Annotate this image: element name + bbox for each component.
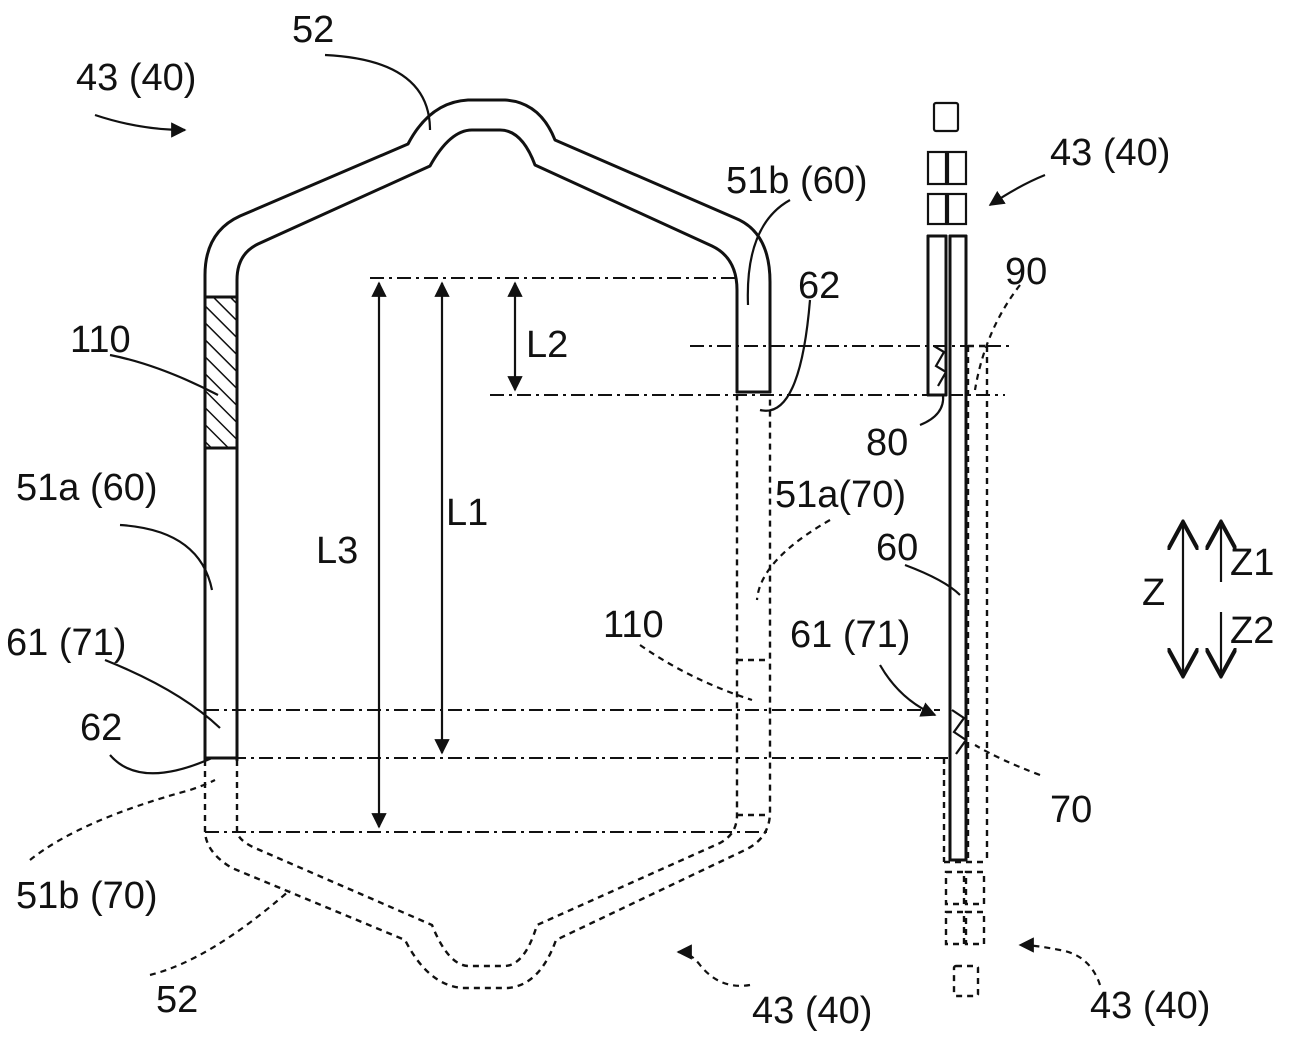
label-axis-Z2: Z2	[1230, 610, 1274, 652]
dimension-arrows	[371, 281, 523, 829]
label-51b-60: 51b (60)	[726, 160, 868, 202]
label-L3: L3	[316, 530, 358, 572]
label-L2: L2	[526, 324, 568, 366]
label-61-71-left: 61 (71)	[6, 622, 126, 664]
label-top-right-43-40: 43 (40)	[1050, 132, 1170, 174]
label-top-52: 52	[292, 9, 334, 51]
label-62-right: 62	[798, 265, 840, 307]
label-60: 60	[876, 527, 918, 569]
labels: 52 43 (40) 110 51a (60) 61 (71) 62 51b (…	[6, 9, 1274, 1032]
reference-lines	[205, 277, 1010, 833]
label-110-left: 110	[70, 319, 131, 361]
upper-coil	[203, 98, 772, 762]
label-110-right: 110	[603, 604, 664, 646]
label-51a-60: 51a (60)	[16, 467, 158, 509]
lower-coil	[203, 395, 772, 990]
label-51a-70: 51a(70)	[775, 474, 906, 516]
label-L1: L1	[446, 492, 488, 534]
label-80: 80	[866, 422, 908, 464]
label-90: 90	[1005, 251, 1047, 293]
label-70: 70	[1050, 789, 1092, 831]
label-axis-Z1: Z1	[1230, 542, 1274, 584]
insulator-110-hatched	[203, 295, 239, 450]
label-bottom-mid-43-40: 43 (40)	[752, 990, 872, 1032]
label-bottom-52: 52	[156, 979, 198, 1021]
label-51b-70: 51b (70)	[16, 875, 158, 917]
label-bottom-right-43-40: 43 (40)	[1090, 985, 1210, 1027]
side-view	[926, 101, 989, 998]
z-axis-arrows	[1183, 522, 1221, 676]
label-top-left-43-40: 43 (40)	[76, 57, 196, 99]
label-62-left: 62	[80, 707, 122, 749]
leader-lines	[29, 53, 1102, 987]
label-axis-Z: Z	[1142, 572, 1165, 614]
label-61-71-right: 61 (71)	[790, 614, 910, 656]
